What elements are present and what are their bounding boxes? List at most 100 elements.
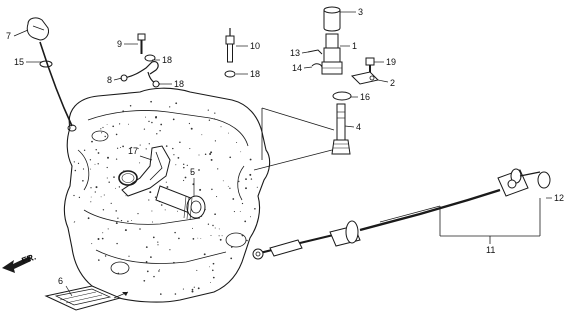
stipple-dot xyxy=(104,255,107,257)
callout-2: 2 xyxy=(390,78,395,88)
callout-8: 8 xyxy=(107,75,112,85)
stipple-dot xyxy=(209,153,212,155)
stipple-dot xyxy=(128,123,129,125)
stipple-dot xyxy=(196,269,198,271)
stipple-dot xyxy=(122,145,124,148)
stipple-dot xyxy=(212,269,214,272)
stipple-dot xyxy=(164,209,166,211)
stipple-dot xyxy=(245,187,247,190)
stipple-dot xyxy=(139,228,141,230)
stipple-dot xyxy=(165,145,168,147)
stipple-dot xyxy=(199,188,202,191)
stipple-dot xyxy=(116,242,118,245)
callout-18-lower: 18 xyxy=(174,79,184,89)
stipple-dot xyxy=(102,126,104,129)
stipple-dot xyxy=(98,259,100,261)
stipple-dot xyxy=(189,148,191,150)
stipple-dot xyxy=(207,109,209,111)
stipple-dot xyxy=(249,158,252,161)
stipple-dot xyxy=(97,238,100,240)
stipple-dot xyxy=(193,286,195,288)
stipple-dot xyxy=(241,202,244,205)
stipple-dot xyxy=(145,246,148,248)
stipple-dot xyxy=(145,261,148,263)
stipple-dot xyxy=(165,181,167,183)
stipple-dot xyxy=(119,123,121,125)
stipple-dot xyxy=(214,213,216,216)
stipple-dot xyxy=(214,118,216,120)
stipple-dot xyxy=(73,221,75,223)
stipple-dot xyxy=(115,210,117,212)
stipple-dot xyxy=(143,279,146,282)
stipple-dot xyxy=(183,179,185,182)
callout-15: 15 xyxy=(14,57,24,67)
stipple-dot xyxy=(113,176,115,178)
stipple-dot xyxy=(157,241,159,243)
stipple-dot xyxy=(232,198,235,200)
plate-2 xyxy=(351,71,379,85)
stipple-dot xyxy=(221,235,223,237)
stipple-dot xyxy=(216,196,218,198)
stipple-dot xyxy=(174,231,176,234)
stipple-dot xyxy=(106,166,108,169)
housing-stipple xyxy=(73,100,258,295)
stipple-dot xyxy=(137,148,139,150)
front-direction-arrow: FR. xyxy=(2,252,37,273)
stipple-dot xyxy=(146,270,149,273)
stipple-dot xyxy=(106,177,108,179)
stipple-dot xyxy=(155,115,158,118)
stipple-dot xyxy=(228,132,229,134)
callout-3: 3 xyxy=(358,7,363,17)
stipple-dot xyxy=(115,158,118,160)
stipple-dot xyxy=(95,149,97,151)
clip-14 xyxy=(311,63,323,69)
stipple-dot xyxy=(87,217,90,220)
stipple-dot xyxy=(182,288,184,290)
callout-13: 13 xyxy=(290,48,300,58)
stipple-dot xyxy=(250,178,253,180)
leader-lines xyxy=(13,11,552,297)
breather-tube xyxy=(39,41,77,132)
breather-cap xyxy=(26,17,49,41)
stipple-dot xyxy=(211,188,213,191)
stipple-dot xyxy=(156,133,158,135)
stipple-dot xyxy=(90,187,92,189)
stipple-dot xyxy=(150,100,152,103)
stipple-dot xyxy=(191,288,194,291)
stipple-dot xyxy=(139,144,141,146)
stipple-dot xyxy=(191,227,194,229)
stipple-dot xyxy=(77,162,80,165)
stipple-dot xyxy=(124,229,127,232)
stipple-dot xyxy=(73,194,75,197)
washer-18-upper xyxy=(144,54,156,62)
stipple-dot xyxy=(177,157,180,159)
stipple-dot xyxy=(153,275,155,278)
stipple-dot xyxy=(254,208,256,210)
stipple-dot xyxy=(100,128,102,130)
callout-4: 4 xyxy=(356,122,361,132)
stipple-dot xyxy=(128,255,130,257)
stipple-dot xyxy=(107,228,109,230)
stipple-dot xyxy=(239,210,241,212)
stipple-dot xyxy=(184,176,187,179)
speedometer-shaft-4 xyxy=(331,103,351,155)
sensor-10 xyxy=(224,28,236,78)
reference-lines-upper xyxy=(253,107,335,171)
stipple-dot xyxy=(74,220,76,222)
stipple-dot xyxy=(101,237,104,240)
stipple-dot xyxy=(125,195,127,197)
stipple-dot xyxy=(175,164,177,166)
stipple-dot xyxy=(120,219,123,222)
callout-12: 12 xyxy=(554,193,564,203)
stipple-dot xyxy=(210,151,213,154)
stipple-dot xyxy=(207,223,210,225)
stipple-dot xyxy=(130,146,133,149)
callout-14: 14 xyxy=(292,63,302,73)
callout-5: 5 xyxy=(190,167,195,177)
stipple-dot xyxy=(149,191,152,194)
stipple-dot xyxy=(101,132,103,134)
callout-10: 10 xyxy=(250,41,260,51)
pin-13 xyxy=(307,49,323,55)
stipple-dot xyxy=(157,244,159,246)
stipple-dot xyxy=(218,228,220,230)
